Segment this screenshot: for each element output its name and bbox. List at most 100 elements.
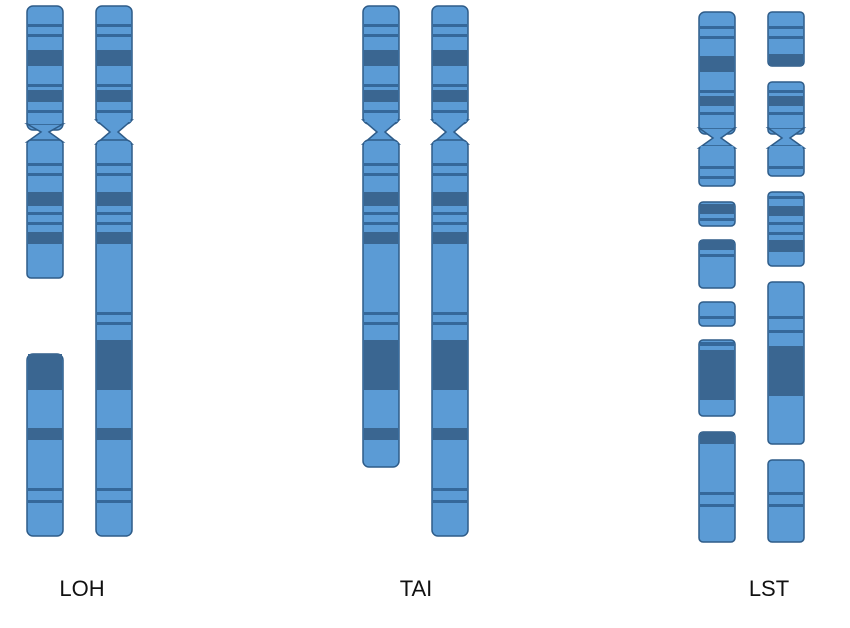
band-line <box>433 163 467 166</box>
band-line <box>364 24 398 27</box>
band-line <box>28 212 62 215</box>
seam <box>97 116 131 122</box>
band-line <box>769 90 803 93</box>
label-loh: LOH <box>59 576 105 601</box>
band-line <box>97 163 131 166</box>
band-line <box>97 222 131 225</box>
label-lst: LST <box>748 576 790 601</box>
band-line <box>769 222 803 225</box>
band-dark <box>97 232 131 244</box>
band-line <box>97 312 131 315</box>
band-line <box>364 84 398 87</box>
band-line <box>364 212 398 215</box>
centromere <box>765 127 807 149</box>
band-dark <box>433 428 467 440</box>
lst-left-segment-2 <box>698 201 736 227</box>
band-dark <box>769 54 803 66</box>
band-line <box>769 112 803 115</box>
band-dark <box>769 240 803 252</box>
band-line <box>364 312 398 315</box>
band-dark <box>700 432 734 444</box>
segment-body <box>698 301 736 327</box>
band-line <box>433 212 467 215</box>
band-dark <box>28 232 62 244</box>
band-dark <box>433 192 467 206</box>
band-line <box>364 222 398 225</box>
band-line <box>433 322 467 325</box>
band-line <box>28 163 62 166</box>
lst-right-segment-5 <box>767 459 805 543</box>
band-dark <box>28 90 62 102</box>
band-line <box>28 84 62 87</box>
band-line <box>97 488 131 491</box>
band-dark <box>700 204 734 214</box>
label-tai: TAI <box>399 576 433 601</box>
lst-chromosome-left <box>696 11 738 187</box>
band-line <box>769 492 803 495</box>
band-line <box>700 166 734 169</box>
seam <box>28 118 62 124</box>
band-dark <box>364 428 398 440</box>
band-line <box>364 34 398 37</box>
band-line <box>769 196 803 199</box>
seam <box>700 122 734 128</box>
seam <box>97 142 131 148</box>
band-dark <box>97 428 131 440</box>
band-line <box>97 212 131 215</box>
seam <box>364 142 398 148</box>
band-dark <box>364 50 398 66</box>
band-line <box>364 163 398 166</box>
tai-chromosome-left <box>360 5 402 468</box>
band-line <box>433 34 467 37</box>
seam <box>700 146 734 152</box>
band-line <box>700 90 734 93</box>
band-dark <box>28 50 62 66</box>
band-dark <box>28 354 62 390</box>
band-dark <box>700 56 734 72</box>
band-dark <box>28 428 62 440</box>
lst-left-segment-6 <box>698 431 736 543</box>
band-line <box>28 34 62 37</box>
band-dark <box>769 346 803 396</box>
band-line <box>769 166 803 169</box>
band-dark <box>700 350 734 400</box>
lst-right-segment-1 <box>767 11 805 67</box>
band-line <box>28 173 62 176</box>
band-line <box>769 330 803 333</box>
band-line <box>700 342 734 346</box>
band-line <box>433 500 467 503</box>
band-line <box>28 110 62 113</box>
band-line <box>364 173 398 176</box>
band-dark <box>364 340 398 390</box>
lst-left-segment-4 <box>698 301 736 327</box>
band-dark <box>433 340 467 390</box>
band-dark <box>700 96 734 106</box>
band-line <box>28 500 62 503</box>
segment-body <box>767 191 805 267</box>
lst-left-segment-5 <box>698 339 736 417</box>
band-dark <box>97 192 131 206</box>
segment-body <box>767 459 805 543</box>
band-line <box>97 110 131 113</box>
band-line <box>433 488 467 491</box>
lst-right-segment-2 <box>765 81 807 177</box>
band-line <box>97 34 131 37</box>
band-line <box>700 36 734 39</box>
band-line <box>769 504 803 507</box>
q-arm <box>362 139 400 468</box>
band-line <box>700 316 734 319</box>
band-line <box>28 222 62 225</box>
band-line <box>433 222 467 225</box>
band-line <box>433 110 467 113</box>
tai-chromosome-right <box>429 5 471 537</box>
loh-chromosome-right <box>93 5 135 537</box>
seam <box>433 142 467 148</box>
band-line <box>364 110 398 113</box>
band-line <box>700 218 734 221</box>
lst-left-segment-3 <box>698 239 736 289</box>
band-line <box>433 312 467 315</box>
band-dark <box>433 50 467 66</box>
band-line <box>433 84 467 87</box>
band-line <box>700 492 734 495</box>
